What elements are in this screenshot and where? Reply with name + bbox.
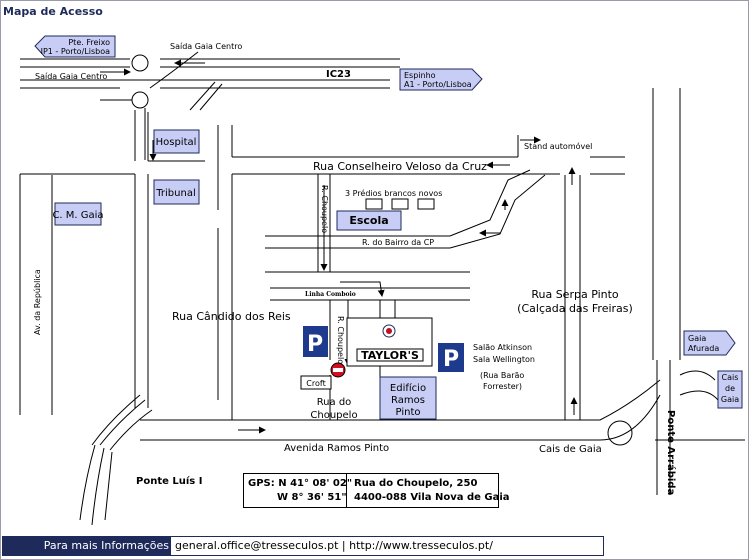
place-hospital: Hospital [153, 129, 200, 154]
place-escola: Escola [336, 210, 402, 231]
label-bairro-cp: R. do Bairro da CP [362, 238, 434, 247]
place-tribunal: Tribunal [153, 179, 200, 205]
label-salao-2: Sala Wellington [473, 355, 535, 364]
svg-text:C. M. Gaia: C. M. Gaia [52, 210, 103, 221]
svg-text:Escola: Escola [349, 214, 388, 227]
sign-espinho-line2: A1 - Porto/Lisboa [404, 80, 472, 89]
svg-text:Tribunal: Tribunal [155, 188, 195, 199]
sign-gaia-afurada: Gaia Afurada [683, 330, 736, 356]
sign-pte-freixo-line1: Pte. Freixo [68, 38, 110, 47]
sign-cais-line1: Cais [722, 373, 739, 382]
label-salao-1: Salão Atkinson [473, 343, 532, 352]
svg-text:Edifício: Edifício [390, 382, 426, 394]
label-stand: Stand automóvel [524, 141, 592, 151]
label-ponte-luis: Ponte Luís I [136, 475, 202, 487]
label-r-choupelo-mid: R. Choupelo [336, 316, 345, 364]
footer-bar: Para mais Informações general.office@tre… [2, 536, 604, 556]
sign-gaia-afurada-line2: Afurada [688, 344, 719, 353]
footer-label: Para mais Informações [3, 537, 171, 555]
road-network [19, 51, 745, 526]
label-ic23: IC23 [326, 69, 351, 80]
label-r-choupelo-top: R. Choupelo [320, 185, 329, 233]
label-conselheiro: Rua Conselheiro Veloso da Cruz [313, 160, 487, 173]
sign-cais-line2: de [725, 384, 735, 393]
label-av-republica: Av. da República [33, 269, 42, 335]
label-rua-do-choupelo-1: Rua do [317, 397, 352, 408]
sign-cais-line3: Gaia [721, 395, 739, 404]
taylors-logo: TAYLOR'S [361, 349, 419, 362]
label-ponte-arrabida: Ponte Arrábida [665, 410, 677, 495]
address-line1: Rua do Choupelo, 250 [354, 478, 478, 489]
svg-text:P: P [307, 332, 323, 357]
parking-icon-left: P [303, 326, 328, 357]
label-barao-2: Forrester) [483, 382, 522, 391]
label-predios: 3 Prédios brancos novos [345, 188, 442, 198]
label-barao-1: (Rua Barão [480, 371, 524, 380]
no-entry-icon [330, 362, 346, 378]
place-edificio-ramos-pinto: Edifício Ramos Pinto [379, 376, 437, 420]
three-buildings [365, 198, 435, 210]
label-serpa-pinto-2: (Calçada das Freiras) [517, 302, 633, 315]
taylors-building: TAYLOR'S [346, 317, 433, 367]
sign-pte-freixo-line2: IP1 - Porto/Lisboa [41, 47, 111, 56]
gps-lon: W 8° 36' 51" [277, 492, 347, 503]
gps-lat: GPS: N 41° 08' 02" [248, 478, 353, 489]
svg-text:Croft: Croft [306, 379, 325, 388]
svg-text:P: P [443, 347, 459, 372]
sign-pte-freixo: Pte. Freixo IP1 - Porto/Lisboa [34, 35, 116, 58]
gps-coordinates [244, 474, 347, 507]
address-line2: 4400-088 Vila Nova de Gaia [354, 492, 510, 503]
label-saida-gaia-centro-1: Saída Gaia Centro [170, 42, 242, 51]
sign-espinho-line1: Espinho [404, 71, 436, 80]
svg-text:Hospital: Hospital [156, 137, 197, 148]
svg-text:Pinto: Pinto [396, 407, 421, 418]
label-saida-gaia-centro-2: Saída Gaia Centro [35, 72, 107, 81]
place-cm-gaia: C. M. Gaia [52, 202, 104, 226]
parking-icon-right: P [438, 343, 464, 372]
label-candido-reis: Rua Cândido dos Reis [172, 310, 291, 323]
label-cais-de-gaia: Cais de Gaia [539, 444, 602, 455]
label-rua-do-choupelo-2: Choupelo [310, 410, 357, 421]
label-serpa-pinto-1: Rua Serpa Pinto [531, 288, 619, 301]
sign-espinho: Espinho A1 - Porto/Lisboa [399, 68, 483, 91]
footer-contact[interactable]: general.office@tresseculos.pt | http://w… [175, 539, 493, 552]
sign-gaia-afurada-line1: Gaia [688, 334, 706, 343]
sign-cais-de-gaia: Cais de Gaia [717, 370, 743, 409]
page-title: Mapa de Acesso [3, 5, 103, 18]
svg-text:Ramos: Ramos [391, 395, 425, 406]
place-croft: Croft [300, 375, 332, 390]
label-linha-comboio: Linha Comboio [305, 291, 356, 298]
gps-address-box: GPS: N 41° 08' 02" W 8° 36' 51" Rua do C… [243, 473, 510, 508]
label-avenida-ramos-pinto: Avenida Ramos Pinto [284, 443, 389, 454]
